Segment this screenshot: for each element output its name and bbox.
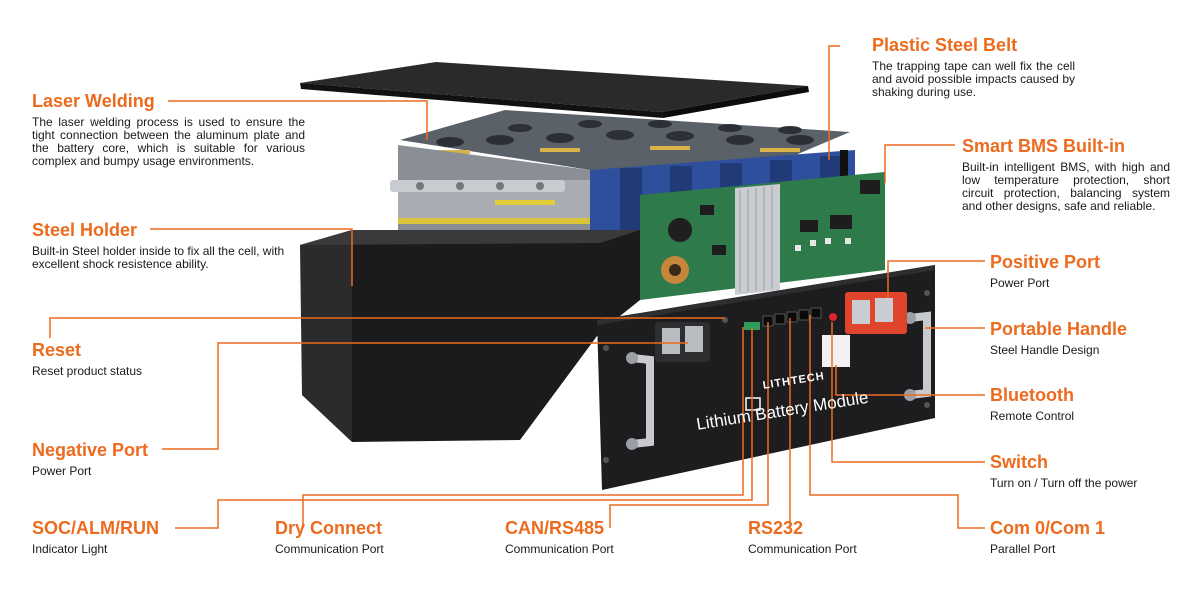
laser-welding-title: Laser Welding xyxy=(32,91,155,111)
bms-board xyxy=(640,172,885,300)
top-lid xyxy=(300,62,809,118)
plastic-belt-desc: The trapping tape can well fix the cell … xyxy=(872,59,1075,99)
reset-desc: Reset product status xyxy=(32,364,143,378)
com-desc: Parallel Port xyxy=(990,542,1056,556)
battery-case xyxy=(300,230,640,442)
positive-port-desc: Power Port xyxy=(990,276,1050,290)
dry-connect-desc: Communication Port xyxy=(275,542,384,556)
smart-bms-title: Smart BMS Built-in xyxy=(962,136,1126,156)
com-title: Com 0/Com 1 xyxy=(990,518,1106,538)
laser-welding-desc: The laser welding process is used to ens… xyxy=(32,115,305,168)
positive-port-title: Positive Port xyxy=(990,252,1101,272)
can-title: CAN/RS485 xyxy=(505,518,605,538)
negative-port-desc: Power Port xyxy=(32,464,92,478)
can-desc: Communication Port xyxy=(505,542,614,556)
leader-lines xyxy=(49,45,985,529)
smart-bms-desc: Built-in intelligent BMS, with high and … xyxy=(962,160,1170,213)
plastic-belt-title: Plastic Steel Belt xyxy=(872,35,1018,55)
negative-port-title: Negative Port xyxy=(32,440,149,460)
switch-title: Switch xyxy=(990,452,1049,472)
portable-handle-desc: Steel Handle Design xyxy=(990,343,1100,357)
soc-desc: Indicator Light xyxy=(32,542,108,556)
switch-desc: Turn on / Turn off the power xyxy=(990,476,1138,490)
reset-title: Reset xyxy=(32,340,82,360)
soc-title: SOC/ALM/RUN xyxy=(32,518,159,538)
bluetooth-desc: Remote Control xyxy=(990,409,1075,423)
dry-connect-title: Dry Connect xyxy=(275,518,383,538)
steel-holder-desc: Built-in Steel holder inside to fix all … xyxy=(32,244,285,271)
steel-holder-title: Steel Holder xyxy=(32,220,138,240)
rs232-desc: Communication Port xyxy=(748,542,857,556)
rs232-title: RS232 xyxy=(748,518,804,538)
bluetooth-title: Bluetooth xyxy=(990,385,1074,405)
portable-handle-title: Portable Handle xyxy=(990,319,1128,339)
front-panel xyxy=(597,265,935,490)
